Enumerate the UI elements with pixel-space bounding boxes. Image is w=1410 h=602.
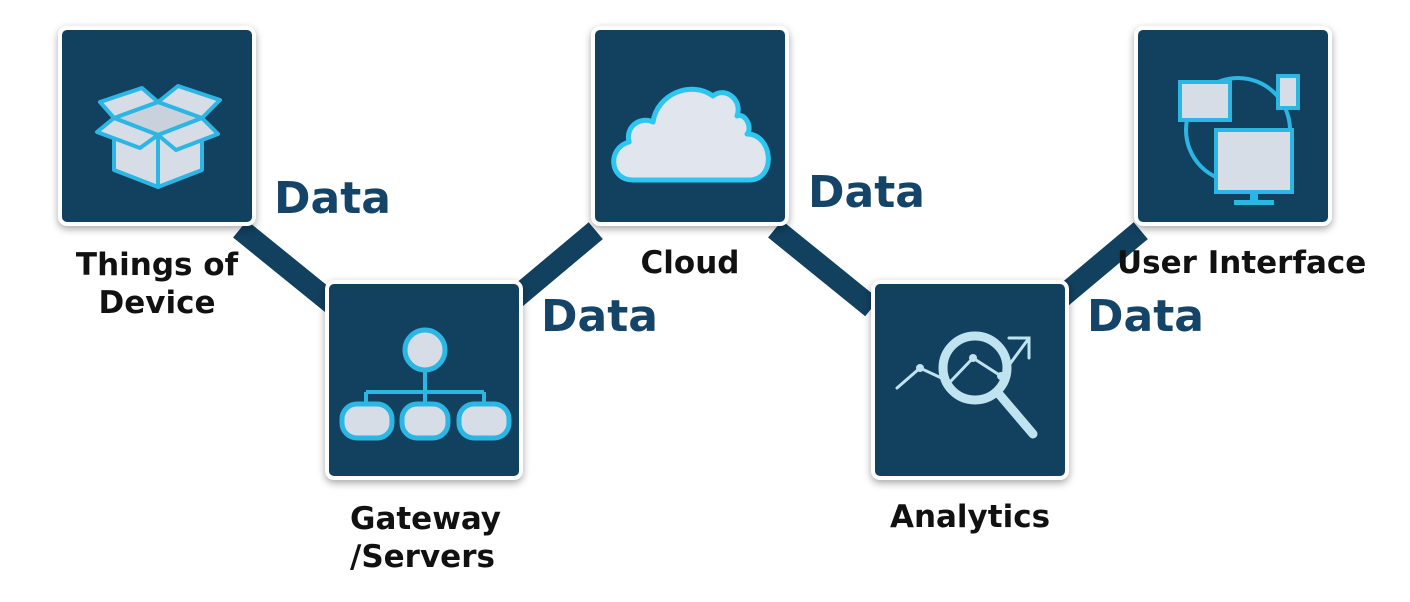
label-line: User Interface (1117, 245, 1367, 281)
label-line: /Servers (350, 539, 495, 575)
node-things-of-device (58, 26, 256, 226)
hierarchy-icon (339, 327, 512, 441)
node-label-user-interface: User Interface (1117, 244, 1366, 282)
open-box-icon (95, 84, 222, 189)
node-user-interface (1134, 26, 1332, 226)
label-line: Things of (75, 247, 239, 283)
node-gateway-servers (325, 280, 523, 480)
node-label-things: Things of Device (58, 246, 256, 322)
magnifier-chart-icon (895, 331, 1038, 439)
node-label-gateway: Gateway /Servers (350, 500, 501, 576)
edge-label-things-gateway: Data (274, 173, 391, 224)
label-line: Cloud (640, 245, 740, 281)
cloud-icon (611, 86, 771, 183)
multi-device-icon (1178, 74, 1300, 205)
label-line: Device (98, 285, 216, 321)
edge-label-analytics-ui: Data (1087, 291, 1204, 342)
edge-label-cloud-analytics: Data (808, 167, 925, 218)
edge-label-gateway-cloud: Data (541, 291, 658, 342)
node-analytics (871, 280, 1069, 480)
label-line: Analytics (889, 499, 1051, 535)
node-label-analytics: Analytics (871, 498, 1069, 536)
node-cloud (591, 26, 789, 226)
node-label-cloud: Cloud (591, 244, 789, 282)
label-line: Gateway (350, 501, 502, 537)
